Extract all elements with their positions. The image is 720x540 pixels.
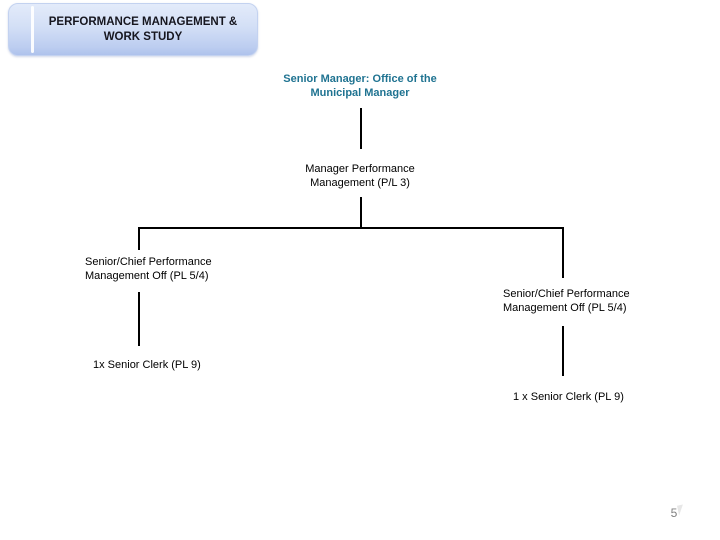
- mouse-cursor-icon: [677, 504, 685, 516]
- org-node-left-officer: Senior/Chief Performance Management Off …: [85, 256, 212, 282]
- title-box: PERFORMANCE MANAGEMENT & WORK STUDY: [8, 3, 258, 56]
- connector-manager-stem: [360, 197, 362, 228]
- connector-left-drop: [138, 227, 140, 250]
- connector-left-officer-to-clerk: [138, 292, 140, 346]
- connector-branch-horizontal: [138, 227, 564, 229]
- slide-title: PERFORMANCE MANAGEMENT & WORK STUDY: [48, 15, 238, 43]
- connector-root-to-manager: [360, 108, 362, 149]
- org-node-left-senior-clerk: 1x Senior Clerk (PL 9): [93, 359, 201, 371]
- org-node-right-officer: Senior/Chief Performance Management Off …: [503, 288, 630, 314]
- connector-right-officer-to-clerk: [562, 326, 564, 376]
- connector-right-drop: [562, 227, 564, 278]
- org-node-manager-performance: Manager Performance Management (P/L 3): [305, 163, 415, 189]
- title-box-accent-stripe: [31, 6, 34, 53]
- org-node-right-senior-clerk: 1 x Senior Clerk (PL 9): [513, 391, 624, 403]
- org-node-senior-manager: Senior Manager: Office of the Municipal …: [283, 73, 437, 99]
- page-number: 5: [670, 506, 678, 520]
